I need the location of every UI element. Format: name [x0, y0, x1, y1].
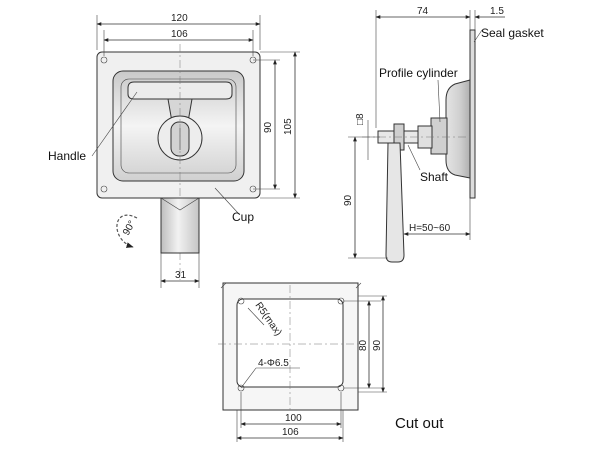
dim-106-cutout: 106 [282, 427, 299, 438]
dim-1-5: 1.5 [490, 6, 504, 17]
dim-120: 120 [171, 13, 188, 24]
dim-90-front: 90 [263, 121, 274, 133]
cup-side [445, 79, 471, 179]
leader-holes [240, 367, 257, 389]
label-seal-gasket: Seal gasket [481, 26, 544, 40]
cutout-view: R5(max) 4-Φ6.5 100 106 80 90 Cut out [218, 282, 444, 442]
rotation-label: 90° [121, 219, 138, 238]
dim-90-cutout: 90 [372, 339, 383, 351]
handle-bar [127, 81, 233, 100]
cylinder-body [160, 197, 200, 254]
rotation-arrow [116, 214, 138, 248]
latch-cam [385, 142, 405, 263]
dim-h-range: H=50~60 [409, 223, 451, 234]
leader-shaft [407, 144, 421, 171]
cutout-title: Cut out [395, 415, 444, 432]
dim-80: 80 [358, 339, 369, 351]
dim-square-8: □8 [355, 113, 366, 125]
dim-106: 106 [171, 29, 188, 40]
dim-100: 100 [285, 413, 302, 424]
leader-seal-gasket [473, 29, 483, 43]
cutout-hole-bl [237, 384, 245, 392]
label-shaft: Shaft [420, 170, 449, 184]
front-view: 90° 120 106 90 105 31 Handle Cup [48, 13, 300, 288]
dim-31: 31 [175, 270, 187, 281]
label-profile-cylinder: Profile cylinder [379, 66, 458, 80]
label-cup: Cup [232, 210, 254, 224]
mounting-hole-bl [100, 185, 108, 193]
leader-profile-cylinder [437, 79, 441, 123]
dim-74: 74 [417, 6, 429, 17]
leader-handle [91, 91, 138, 157]
leader-cup [214, 187, 239, 214]
mounting-hole-tl [100, 56, 108, 64]
seal-gasket [469, 29, 476, 199]
leader-radius [247, 307, 265, 326]
cylinder-side [430, 117, 448, 155]
label-handle: Handle [48, 149, 86, 163]
side-view: 74 1.5 Seal gasket Profile cylinder Shaf… [343, 6, 544, 263]
dim-holes: 4-Φ6.5 [258, 358, 289, 369]
cup-inner [120, 78, 237, 174]
break-marks [220, 282, 362, 289]
cylinder-cam-edge [160, 197, 200, 211]
dim-90-side: 90 [343, 194, 354, 206]
dim-105: 105 [283, 118, 294, 135]
cutout-hole-tl [237, 297, 245, 305]
